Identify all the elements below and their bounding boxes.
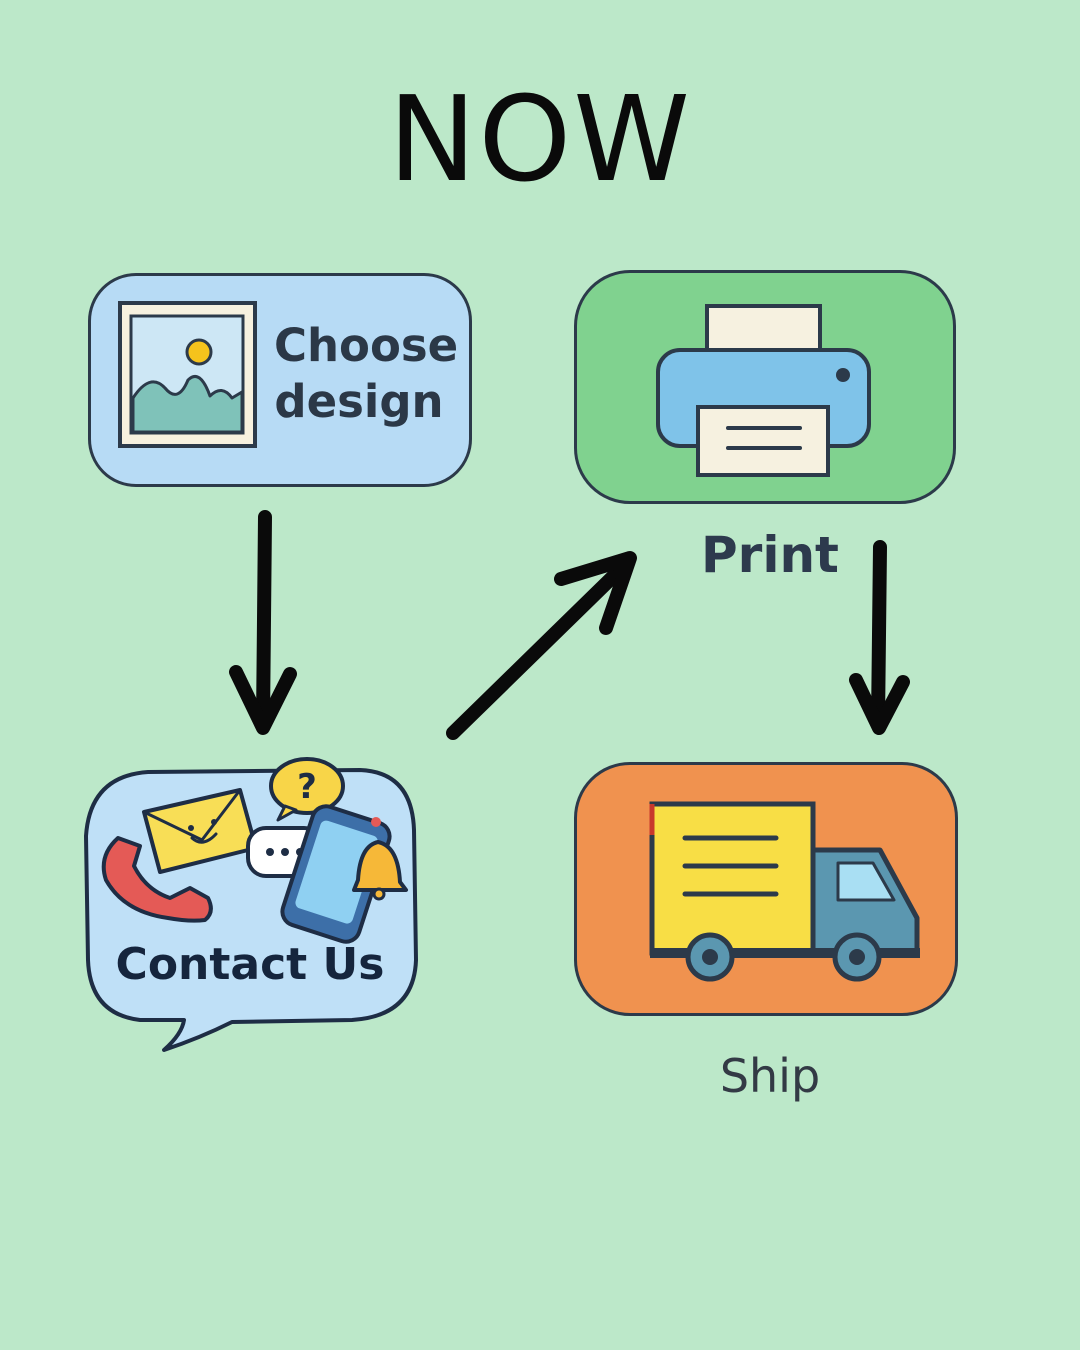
smartphone-icon (280, 804, 392, 944)
ship-label: Ship (719, 1049, 821, 1103)
choose-design-label: Choose design (274, 319, 459, 428)
contact-icon: ? (101, 757, 408, 944)
arrow-contact-to-print (446, 551, 637, 740)
print-label: Print (701, 526, 839, 584)
page-title: NOW (388, 70, 692, 208)
question-bubble-icon: ? (269, 757, 345, 822)
phone-icon (101, 836, 213, 923)
delivery-truck-icon (649, 801, 920, 982)
svg-text:?: ? (297, 767, 317, 807)
contact-us-label: Contact Us (115, 939, 385, 990)
picture-icon (118, 301, 257, 448)
printer-icon (656, 304, 871, 477)
arrow-choose-to-contact (229, 510, 297, 735)
bell-icon (352, 817, 408, 901)
arrow-print-to-ship (849, 540, 910, 735)
